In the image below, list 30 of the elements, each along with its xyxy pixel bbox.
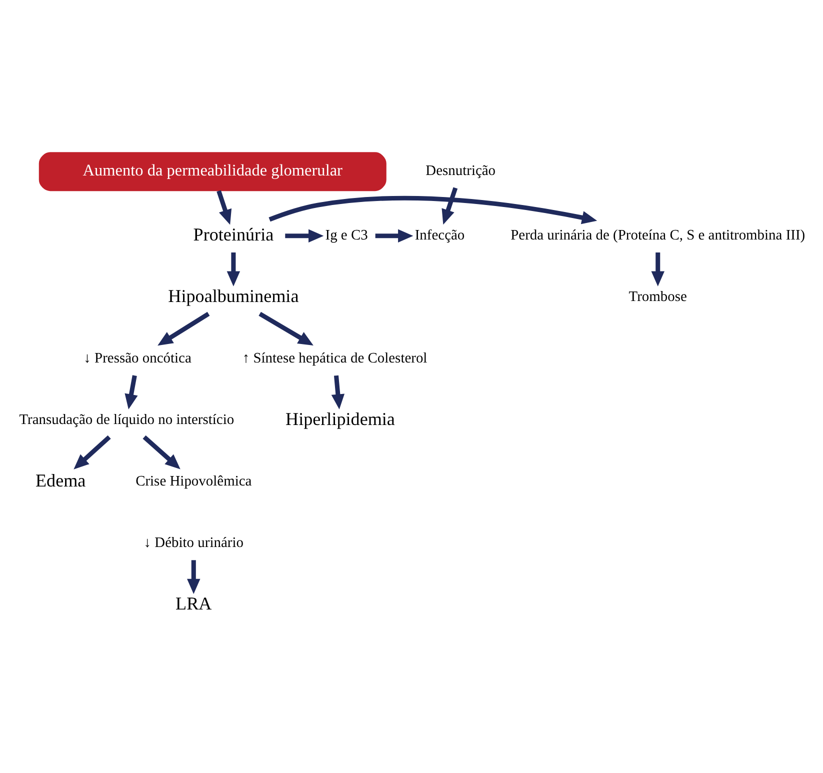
arrow bbox=[124, 374, 138, 409]
arrow bbox=[442, 186, 458, 224]
arrow bbox=[74, 434, 111, 469]
node-text: ↓ Débito urinário bbox=[144, 534, 244, 550]
node-text: Edema bbox=[36, 470, 86, 490]
node-text: LRA bbox=[176, 593, 212, 614]
node-text: Hipoalbuminemia bbox=[168, 285, 299, 306]
arrow bbox=[216, 190, 232, 224]
node-text: Perda urinária de (Proteína C, S e antitrombina III) bbox=[510, 226, 806, 243]
arrow bbox=[142, 434, 180, 469]
node-text: Proteinúria bbox=[193, 224, 274, 244]
node-text: ↓ Pressão oncótica bbox=[84, 350, 192, 366]
arrow bbox=[268, 195, 598, 224]
arrow bbox=[258, 311, 314, 345]
arrow bbox=[187, 560, 200, 594]
node-text: Crise Hipovolêmica bbox=[136, 472, 252, 489]
node-text: Transudação de líquido no interstício bbox=[19, 411, 234, 428]
arrow bbox=[331, 374, 345, 409]
arrow bbox=[226, 252, 240, 286]
node-text: ↑ Síntese hepática de Colesterol bbox=[242, 350, 428, 366]
arrow bbox=[651, 252, 664, 286]
arrow bbox=[158, 311, 210, 346]
arrow bbox=[375, 228, 414, 242]
node-text: Ig e C3 bbox=[325, 226, 368, 243]
node-text: Hiperlipidemia bbox=[286, 408, 395, 429]
node-text: Trombose bbox=[628, 288, 687, 304]
node-text: Desnutrição bbox=[426, 162, 496, 179]
arrow bbox=[285, 228, 324, 242]
node-box: Aumento da permeabilidade glomerular bbox=[38, 152, 386, 191]
node-text: Infecção bbox=[414, 226, 465, 243]
